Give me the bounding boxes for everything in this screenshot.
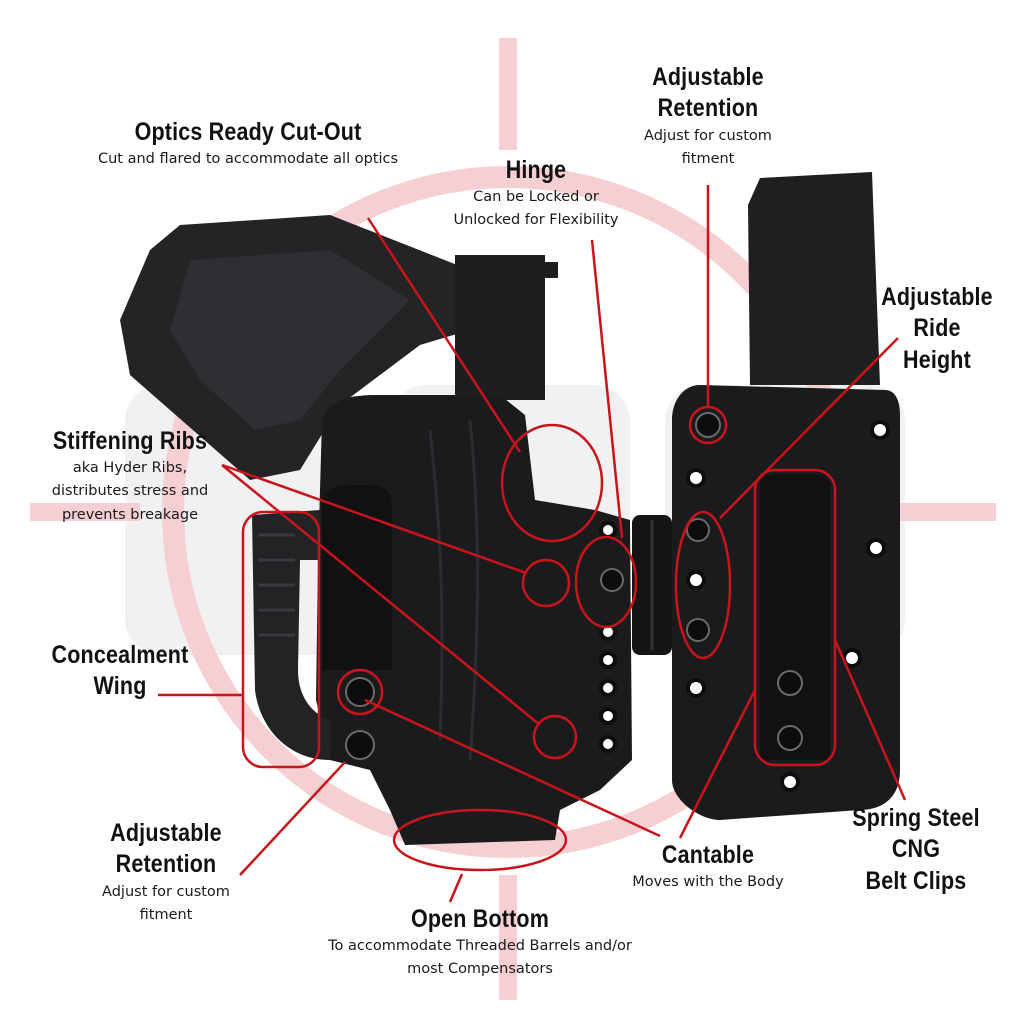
ride-height-callout-oval bbox=[674, 510, 732, 660]
label-hinge-title: Hinge bbox=[505, 156, 567, 184]
label-wing: Concealment Wing bbox=[30, 640, 210, 703]
label-ride-height: Adjustable Ride Height bbox=[856, 282, 1018, 376]
label-open-bottom-sub-2: most Compensators bbox=[407, 961, 553, 978]
label-retention-top: Adjustable Retention Adjust for custom f… bbox=[618, 62, 798, 171]
label-wing-2: Wing bbox=[93, 672, 147, 701]
label-ribs-sub-2: distributes stress and bbox=[51, 483, 209, 500]
label-optics: Optics Ready Cut-Out Cut and flared to a… bbox=[62, 117, 434, 171]
label-open-bottom-sub-1: To accommodate Threaded Barrels and/or bbox=[328, 938, 632, 955]
mag-screws bbox=[686, 412, 803, 751]
label-cantable: Cantable Moves with the Body bbox=[610, 840, 806, 894]
optics-callout-circle bbox=[500, 423, 604, 543]
label-ride-height-3: Height bbox=[903, 345, 971, 374]
label-ribs-sub-1: aka Hyder Ribs, bbox=[72, 460, 188, 477]
label-open-bottom: Open Bottom To accommodate Threaded Barr… bbox=[290, 904, 670, 982]
hinge-callout-oval bbox=[574, 535, 638, 629]
label-optics-sub: Cut and flared to accommodate all optics bbox=[97, 151, 399, 168]
pistol-grip-texture bbox=[170, 250, 410, 430]
label-hinge-sub-1: Can be Locked or bbox=[473, 189, 599, 206]
label-retention-bottom-sub-1: Adjust for custom bbox=[102, 883, 230, 900]
label-hinge-sub-2: Unlocked for Flexibility bbox=[453, 212, 619, 229]
mag-belt-clip bbox=[760, 474, 830, 760]
label-clips-3: Belt Clips bbox=[865, 866, 967, 895]
holster-shell bbox=[316, 395, 632, 845]
label-optics-title: Optics Ready Cut-Out bbox=[134, 118, 362, 146]
label-retention-bottom-sub-2: fitment bbox=[139, 906, 193, 923]
holster-stiffening-rib-lines bbox=[428, 419, 479, 761]
label-clips: Spring Steel CNG Belt Clips bbox=[830, 803, 1002, 897]
rib-callout-circle-2 bbox=[532, 714, 578, 760]
label-ribs-title: Stiffening Ribs bbox=[52, 427, 208, 455]
rib-callout-circle-1 bbox=[521, 558, 571, 608]
label-clips-2: CNG bbox=[891, 835, 941, 864]
label-retention-top-title-2: Retention bbox=[657, 94, 759, 123]
label-ride-height-2: Ride bbox=[913, 314, 961, 343]
clip-callout-box bbox=[753, 468, 837, 767]
label-ride-height-1: Adjustable bbox=[881, 283, 993, 311]
main-holster bbox=[252, 395, 632, 845]
label-retention-top-sub-2: fitment bbox=[681, 150, 735, 167]
label-retention-bottom-title-1: Adjustable bbox=[110, 819, 222, 847]
magazine bbox=[748, 172, 880, 385]
label-cantable-sub: Moves with the Body bbox=[632, 874, 784, 891]
mag-carrier-holes bbox=[686, 420, 890, 792]
magazine-carrier bbox=[672, 172, 900, 820]
label-retention-bottom: Adjustable Retention Adjust for custom f… bbox=[76, 818, 256, 927]
label-clips-1: Spring Steel bbox=[852, 804, 980, 832]
label-wing-1: Concealment bbox=[51, 641, 189, 669]
retention-bottom-callout bbox=[336, 668, 384, 716]
label-retention-top-sub-1: Adjust for custom bbox=[644, 127, 772, 144]
pistol-slide bbox=[455, 255, 545, 400]
wing-ribs bbox=[258, 533, 295, 637]
label-ribs-sub-3: prevents breakage bbox=[61, 506, 199, 523]
label-hinge: Hinge Can be Locked or Unlocked for Flex… bbox=[430, 155, 642, 233]
rear-sight bbox=[538, 262, 558, 278]
label-open-bottom-title: Open Bottom bbox=[410, 905, 550, 933]
holster-screws bbox=[345, 568, 624, 760]
wing-callout-box bbox=[241, 510, 321, 769]
hinge bbox=[632, 515, 672, 655]
callouts bbox=[158, 185, 907, 903]
open-bottom-callout-oval bbox=[392, 808, 568, 872]
label-retention-bottom-title-2: Retention bbox=[115, 850, 217, 879]
holster-belt-clip bbox=[322, 485, 392, 670]
label-cantable-title: Cantable bbox=[661, 841, 755, 869]
label-ribs: Stiffening Ribs aka Hyder Ribs, distribu… bbox=[20, 426, 240, 527]
label-retention-top-title-1: Adjustable bbox=[652, 63, 764, 91]
